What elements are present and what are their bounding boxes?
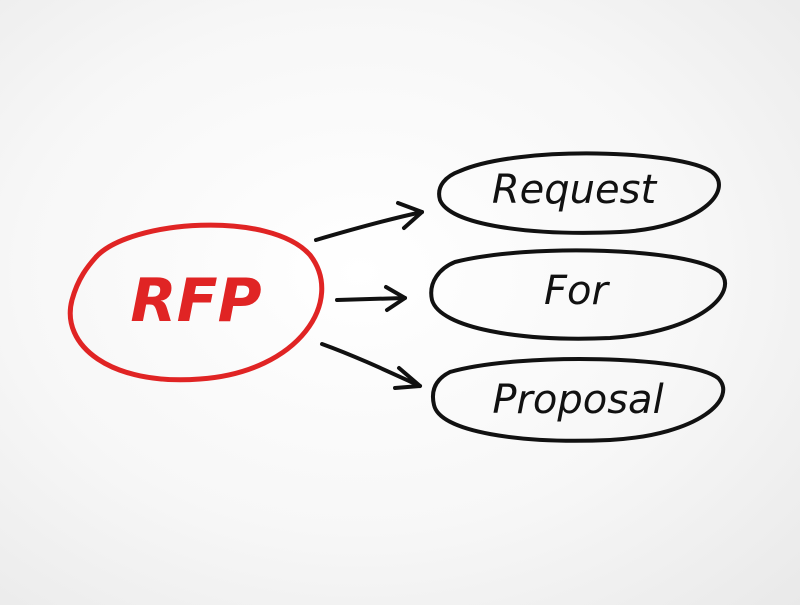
arrow-to-proposal xyxy=(320,342,422,390)
word-label-proposal: Proposal xyxy=(492,377,663,423)
acronym-node: RFP xyxy=(67,222,325,383)
word-node-request: Request xyxy=(437,151,721,235)
acronym-ellipse xyxy=(67,222,325,383)
arrow-to-request xyxy=(314,201,424,242)
word-oval-proposal xyxy=(431,357,726,443)
word-node-for: For xyxy=(429,248,727,341)
word-label-for: For xyxy=(544,268,610,314)
word-oval-for xyxy=(429,248,727,341)
arrow-to-for xyxy=(335,285,407,312)
acronym-label: RFP xyxy=(130,266,261,336)
word-label-request: Request xyxy=(492,167,658,213)
word-node-proposal: Proposal xyxy=(431,357,726,443)
word-oval-request xyxy=(437,151,721,235)
